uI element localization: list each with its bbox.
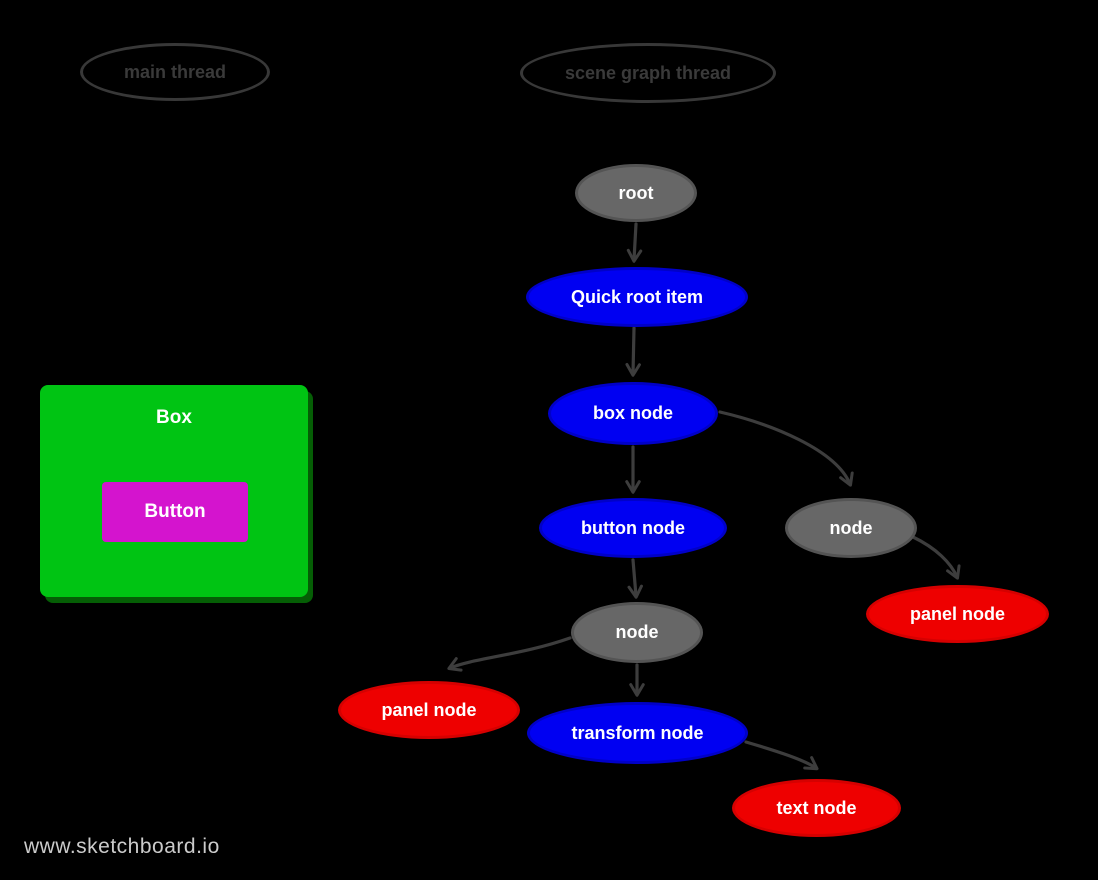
node-box-node-label: box node — [593, 403, 673, 423]
edge-transform-node-to-text-node[interactable] — [744, 740, 819, 771]
node-box-node[interactable]: box node — [548, 382, 718, 445]
lane-scene-graph-thread-label: scene graph thread — [564, 62, 732, 83]
edge-quick-root-item-to-box-node[interactable] — [625, 326, 641, 377]
edge-node-a-to-panel-node-right[interactable] — [911, 535, 961, 580]
button-shape[interactable]: Button — [102, 482, 248, 542]
node-a[interactable]: node — [785, 498, 917, 558]
node-b[interactable]: node — [571, 602, 703, 663]
lane-main-thread-label: main thread — [123, 61, 227, 82]
node-root-label: root — [618, 182, 654, 203]
node-text-node-label: text node — [776, 797, 857, 818]
node-panel-node-left-label: panel node — [381, 699, 477, 720]
node-b-label: node — [615, 622, 659, 642]
lane-main-thread[interactable]: main thread — [80, 43, 270, 101]
node-button-node[interactable]: button node — [539, 498, 727, 558]
box-label: Box — [156, 407, 192, 428]
node-panel-node-right-label: panel node — [909, 603, 1005, 624]
edge-box-node-to-node-a[interactable] — [718, 410, 854, 487]
edge-node-b-to-panel-node-left[interactable] — [447, 636, 572, 672]
node-quick-root-item[interactable]: Quick root item — [526, 267, 748, 327]
node-transform-node-label: transform node — [571, 722, 704, 743]
node-panel-node-right[interactable]: panel node — [866, 585, 1049, 643]
box-shape[interactable]: Box Button — [40, 385, 308, 597]
edge-button-node-to-node-b[interactable] — [627, 558, 643, 599]
node-panel-node-left[interactable]: panel node — [338, 681, 520, 739]
edge-root-to-quick-root-item[interactable] — [626, 222, 643, 263]
node-button-node-label: button node — [581, 517, 685, 538]
button-label: Button — [144, 501, 206, 522]
node-quick-root-item-label: Quick root item — [570, 286, 704, 307]
node-text-node[interactable]: text node — [732, 779, 901, 837]
sketchboard-watermark-link[interactable]: www.sketchboard.io — [24, 835, 220, 858]
lane-scene-graph-thread[interactable]: scene graph thread — [520, 43, 776, 103]
node-a-label: node — [829, 517, 873, 538]
node-root[interactable]: root — [575, 164, 697, 222]
node-transform-node[interactable]: transform node — [527, 702, 748, 764]
